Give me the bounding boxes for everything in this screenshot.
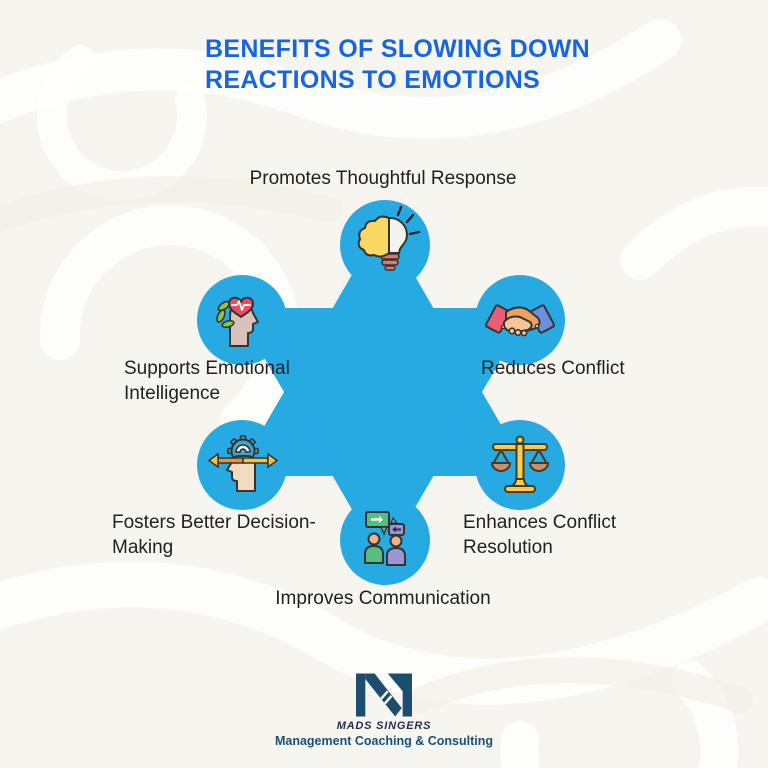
benefit-label-top-left: Supports Emotional Intelligence <box>124 358 290 404</box>
footer-logo: MADS SINGERS Management Coaching & Consu… <box>254 672 514 748</box>
handshake-icon <box>485 304 555 337</box>
six-point-star <box>239 226 527 558</box>
m-monogram-logo <box>356 673 412 717</box>
benefit-label-bottom-left: Fosters Better Decision-Making <box>112 512 316 558</box>
page-title-line1: BENEFITS OF SLOWING DOWN <box>205 35 590 63</box>
page-title: BENEFITS OF SLOWING DOWN REACTIONS TO EM… <box>205 34 590 96</box>
heart-mind-leaves-icon <box>216 296 259 347</box>
gear-head-arrows-icon <box>207 435 279 492</box>
brand-tagline: Management Coaching & Consulting <box>274 734 494 748</box>
benefit-circle-bottom <box>340 495 430 585</box>
benefit-label-top: Promotes Thoughtful Response <box>249 168 517 189</box>
benefit-label-bottom: Improves Communication <box>275 588 491 609</box>
brand-name: MADS SINGERS <box>336 720 432 732</box>
balance-scale-icon <box>491 435 549 493</box>
benefit-label-bottom-right: Enhances Conflict Resolution <box>463 512 617 558</box>
speech-bubbles-people-icon <box>364 511 406 566</box>
page-title-line2: REACTIONS TO EMOTIONS <box>205 66 541 94</box>
benefit-label-top-right: Reduces Conflict <box>481 358 625 379</box>
brain-lightbulb-icon <box>357 205 421 271</box>
